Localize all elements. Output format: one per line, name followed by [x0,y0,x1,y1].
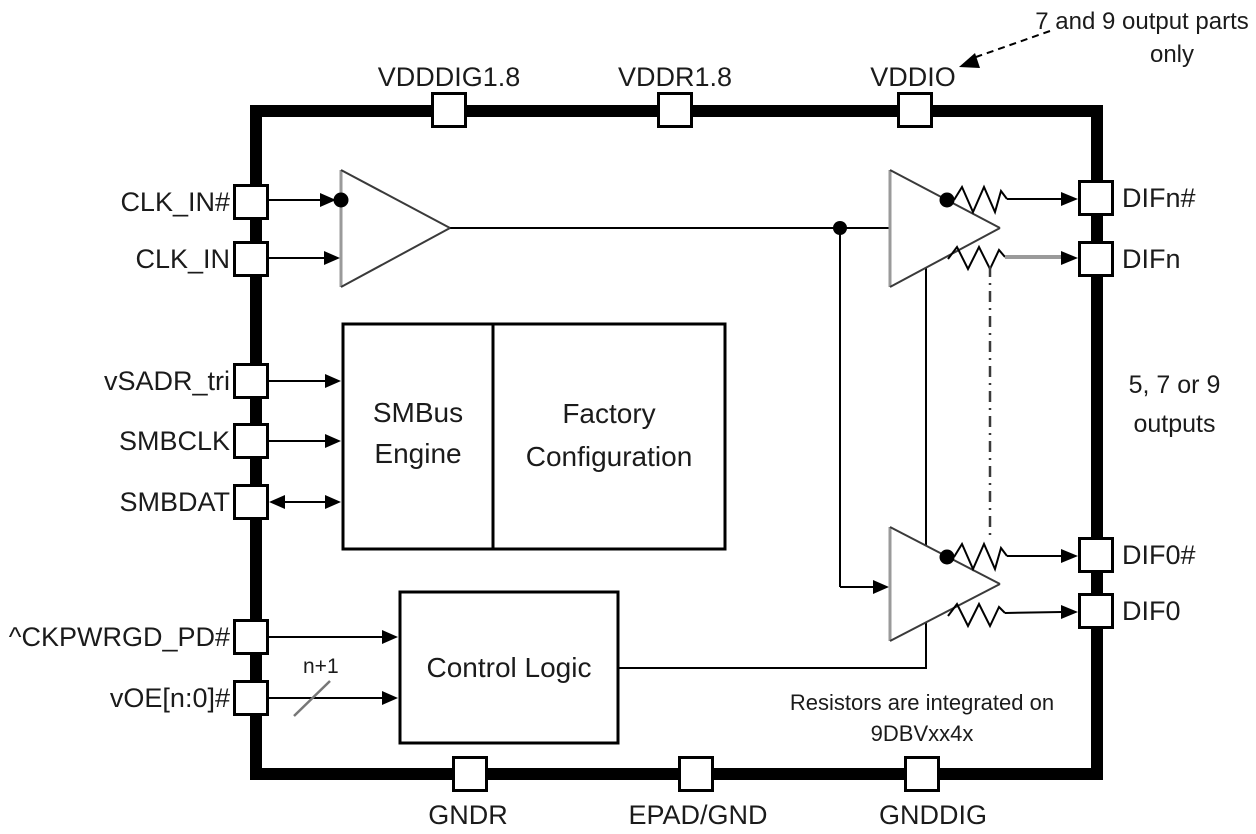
pin-square-vddr18 [657,92,693,128]
top-right-annotation: 7 and 9 output parts only [1030,5,1254,71]
difn-buffer-symbol [888,169,1078,288]
arrowhead-difn [1061,251,1078,265]
pin-label-difn: DIFn [1122,244,1181,274]
resistor-note: Resistors are integrated on 9DBVxx4x [770,687,1074,749]
annotation-arrow [959,30,1051,68]
outputs-note: 5, 7 or 9 outputs [1092,366,1256,444]
pin-label-vddio: VDDIO [870,62,956,92]
control-logic-label: Control Logic [426,652,592,683]
pin-square-dif0 [1078,593,1114,629]
smbus-factory-block [341,322,727,551]
pin-label-smbdat: SMBDAT [119,487,230,517]
pin-label-dif0: DIF0 [1122,596,1181,626]
pin-square-difnb [1078,180,1114,216]
pin-square-dif0b [1078,537,1114,573]
outputs-note-line2: outputs [1133,410,1216,438]
clkinb-inversion-dot [333,192,349,208]
arrowhead-dif0-input [873,580,889,594]
pin-square-vddio [897,92,933,128]
arrowhead-dif0 [1061,605,1078,619]
input-buffer-symbol [339,169,451,288]
clk-input-lines [267,192,349,265]
pin-label-clkinb: CLK_IN# [120,187,230,217]
arrowhead-difnb [1061,192,1078,206]
arrowhead-voe [382,691,398,705]
arrowhead-smbdat-right [325,495,341,509]
pin-label-voe: vOE[n:0]# [109,683,230,713]
pin-label-vddr18: VDDR1.8 [617,62,733,92]
difnb-inversion-dot [939,192,955,208]
resistor-note-line1: Resistors are integrated on [789,690,1055,715]
factory-config-line1: Factory [562,398,656,429]
pin-square-gndr [452,756,488,792]
pin-label-smbclk: SMBCLK [118,426,230,456]
smbus-input-lines [267,374,341,509]
pin-square-clkinb [233,184,269,220]
control-input-lines [267,630,398,717]
pin-label-clkin: CLK_IN [135,244,230,274]
annotation-line1: 7 and 9 output parts [1035,8,1249,35]
pin-label-epad: EPAD/GND [628,800,768,830]
bus-width-label: n+1 [303,655,339,678]
pin-square-smbdat [233,484,269,520]
pin-label-gnddig: GNDDIG [879,800,987,830]
arrowhead-clkinb [320,193,336,207]
outputs-note-line1: 5, 7 or 9 [1128,371,1221,399]
pin-label-difnb: DIFn# [1122,183,1196,213]
resistor-note-line2: 9DBVxx4x [870,721,974,746]
bus-width-slash [293,680,331,717]
dif0-buffer-symbol [888,526,1078,642]
smbus-engine-label: SMBus Engine [343,392,493,474]
pin-squares [233,92,1114,792]
pin-label-dif0b: DIF0# [1122,540,1196,570]
pin-square-epad [678,756,714,792]
clock-signal-line [450,221,890,594]
pin-square-gnddig [904,756,940,792]
arrowhead-annotation [959,53,980,68]
arrowhead-ckpwrgd [382,630,398,644]
control-logic-block [398,590,620,745]
arrowhead-smbdat-left [269,495,285,509]
arrowhead-vsadr [325,374,341,388]
pin-square-difn [1078,241,1114,277]
pin-square-smbclk [233,423,269,459]
pin-square-clkin [233,241,269,277]
annotation-line2: only [1149,41,1195,68]
arrowhead-clkin [324,251,340,265]
factory-config-label: Factory Configuration [493,392,725,478]
pin-label-vdddig18: VDDDIG1.8 [377,62,521,92]
pin-label-gndr: GNDR [428,800,508,830]
dif0-resistor [947,601,1006,629]
arrowhead-dif0b [1061,549,1078,563]
pin-label-ckpwrgd: ^CKPWRGD_PD# [8,622,230,652]
arrowhead-smbclk [325,434,341,448]
pin-square-voe [233,680,269,716]
difnb-resistor [953,184,1008,215]
dif0b-inversion-dot [939,549,955,565]
pin-square-vsadr [233,363,269,399]
smbus-engine-line1: SMBus [372,397,464,428]
dif0b-resistor [953,541,1008,572]
pin-square-vdddig18 [431,92,467,128]
smbus-engine-line2: Engine [374,438,462,469]
factory-config-line2: Configuration [525,441,693,472]
pin-label-vsadr: vSADR_tri [103,366,230,396]
pin-square-ckpwrgd [233,619,269,655]
difn-resistor [947,244,1006,272]
